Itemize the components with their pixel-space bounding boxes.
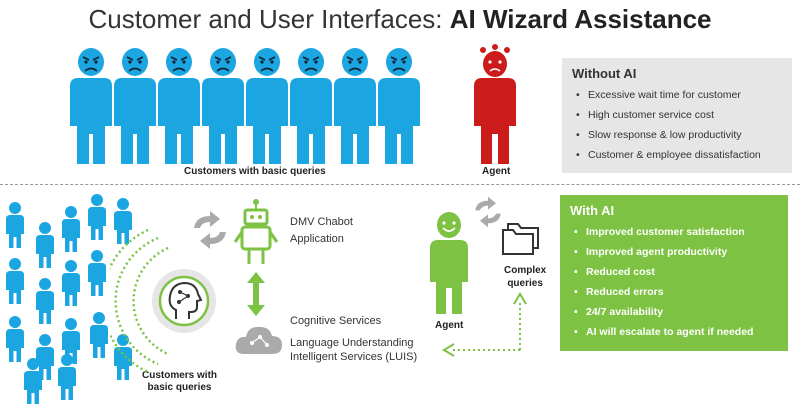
with-ai-panel: With AI Improved customer satisfaction I…: [560, 195, 788, 351]
customer-icon: [6, 202, 24, 248]
without-ai-list: Excessive wait time for customer High cu…: [572, 85, 782, 165]
customer-icon: [90, 312, 108, 358]
happy-agent-icon: [430, 212, 468, 314]
customers-caption-line-1: Customers with: [142, 370, 218, 381]
title-prefix: Customer and User Interfaces:: [88, 4, 450, 34]
angry-customer-icon: [69, 48, 113, 165]
cognitive-cloud-icon: [235, 326, 282, 354]
list-item: 24/7 availability: [574, 302, 778, 322]
customer-icon: [36, 222, 54, 268]
folders-icon: [502, 223, 539, 255]
escalation-arrow: [442, 292, 527, 357]
ai-brain-group: [110, 228, 216, 374]
chatbot-label-line-1: DMV Chabot: [290, 216, 353, 228]
angry-customer-icon: [113, 48, 157, 165]
complex-queries-line-1: Complex: [504, 265, 547, 276]
signal-arc: [114, 236, 159, 366]
angry-customers-group: [69, 48, 421, 165]
angry-customer-icon: [245, 48, 289, 165]
chatbot-robot-icon: [233, 199, 279, 264]
without-ai-panel: Without AI Excessive wait time for custo…: [562, 58, 792, 173]
refresh-icon: [194, 211, 226, 249]
customer-icon: [62, 260, 80, 306]
list-item: Slow response & low productivity: [576, 125, 782, 145]
list-item: Customer & employee dissatisfaction: [576, 145, 782, 165]
chatbot-label-line-2: Application: [290, 233, 344, 245]
angry-customer-icon: [157, 48, 201, 165]
customer-icon: [62, 206, 80, 252]
bidirectional-arrow-icon: [247, 272, 265, 316]
complex-queries-label: Complex queries: [504, 264, 546, 290]
angry-customer-icon: [201, 48, 245, 165]
refresh-icon: [475, 196, 501, 228]
list-item: Reduced cost: [574, 262, 778, 282]
list-item: Improved agent productivity: [574, 242, 778, 262]
list-item: Excessive wait time for customer: [576, 85, 782, 105]
page-title: Customer and User Interfaces: AI Wizard …: [0, 4, 800, 35]
stressed-agent-icon: [474, 44, 516, 164]
angry-customer-icon: [333, 48, 377, 165]
list-item: Reduced errors: [574, 282, 778, 302]
with-ai-list: Improved customer satisfaction Improved …: [570, 222, 778, 342]
customers-caption-line-2: basic queries: [147, 382, 212, 393]
customers-caption-top: Customers with basic queries: [184, 166, 326, 177]
agent-caption-bottom: Agent: [435, 320, 464, 331]
angry-customer-icon: [377, 48, 421, 165]
customer-icon: [36, 278, 54, 324]
angry-customer-icon: [289, 48, 333, 165]
list-item: AI will escalate to agent if needed: [574, 322, 778, 342]
signal-arc: [132, 246, 169, 356]
customers-caption-bottom: Customers with basic queries: [142, 370, 217, 394]
luis-label-line-2: Intelligent Services (LUIS): [290, 351, 418, 363]
agent-caption-top: Agent: [482, 166, 511, 177]
list-item: High customer service cost: [576, 105, 782, 125]
with-ai-heading: With AI: [570, 203, 615, 218]
section-divider: [0, 184, 800, 185]
without-ai-heading: Without AI: [572, 66, 637, 81]
complex-queries-line-2: queries: [507, 278, 543, 289]
customer-icon: [6, 316, 24, 362]
luis-label: Language Understanding Intelligent Servi…: [290, 336, 417, 364]
title-highlight: AI Wizard Assistance: [449, 4, 712, 34]
luis-label-line-1: Language Understanding: [290, 337, 414, 349]
customer-icon: [88, 194, 106, 240]
customer-icon: [88, 250, 106, 296]
list-item: Improved customer satisfaction: [574, 222, 778, 242]
chatbot-label: DMV Chabot Application: [290, 214, 353, 248]
ai-head-icon: [168, 281, 203, 319]
customer-icon: [6, 258, 24, 304]
cognitive-services-label: Cognitive Services: [290, 315, 382, 327]
